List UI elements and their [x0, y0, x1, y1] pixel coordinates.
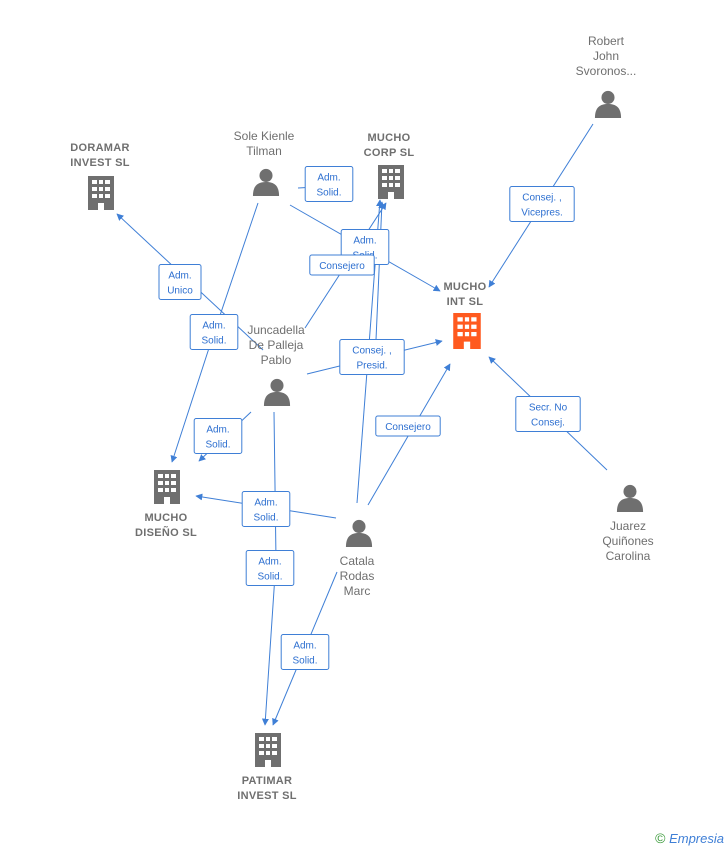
node-label: INVEST SL: [237, 790, 297, 802]
building-icon[interactable]: [453, 313, 481, 349]
node-label: Juncadella: [247, 323, 305, 337]
node-label: Juarez: [610, 519, 646, 533]
edge-label-text: Unico: [167, 286, 193, 297]
node-label: MUCHO: [144, 512, 187, 524]
edge-label-text: Solid.: [316, 188, 341, 199]
edge-label-text: Vicepres.: [521, 208, 563, 219]
node-label: Marc: [344, 584, 371, 598]
node-label: De Palleja: [249, 338, 304, 352]
building-icon[interactable]: [154, 470, 180, 504]
building-icon[interactable]: [255, 733, 281, 767]
node-label: John: [593, 49, 619, 63]
node-label: INT SL: [447, 296, 484, 308]
edge-label-e12[interactable]: Adm. Solid.: [245, 550, 295, 586]
edge-label-text: Solid.: [201, 336, 226, 347]
edge-label-box: [509, 186, 575, 222]
edge-label-text: Adm.: [206, 425, 229, 436]
node-label: Robert: [588, 34, 625, 48]
edge-label-text: Consej.: [531, 418, 565, 429]
edge-label-text: Adm.: [293, 641, 316, 652]
edge-label-e10[interactable]: Consejero: [375, 415, 441, 437]
building-icon[interactable]: [378, 165, 404, 199]
edge-label-text: Consej. ,: [522, 193, 561, 204]
edge-label-text: Solid.: [292, 656, 317, 667]
edge-label-box: [515, 396, 581, 432]
edge-label-box: [375, 415, 441, 437]
node-robert[interactable]: RobertJohnSvoronos...: [576, 34, 637, 118]
node-label: DISEÑO SL: [135, 526, 197, 539]
edge-label-e7[interactable]: Consej. , Presid.: [339, 339, 405, 375]
person-icon[interactable]: [345, 519, 373, 547]
edge-label-text: Adm.: [202, 321, 225, 332]
node-label: MUCHO: [367, 132, 410, 144]
edge-label-box: [193, 418, 243, 454]
edge-label-e1[interactable]: Consej. , Vicepres.: [509, 186, 575, 222]
edge-label-box: [189, 314, 239, 350]
person-icon[interactable]: [263, 378, 291, 406]
edge-label-e3[interactable]: Adm. Unico: [158, 264, 202, 300]
edge-label-box: [241, 491, 291, 527]
edge-label-text: Solid.: [205, 440, 230, 451]
edge-label-text: Consej. ,: [352, 346, 391, 357]
brand-logo[interactable]: Empresia: [669, 831, 724, 846]
edge-label-e5[interactable]: Consejero: [309, 254, 375, 276]
edge-label-e9[interactable]: Adm. Solid.: [193, 418, 243, 454]
edge-label-text: Adm.: [353, 236, 376, 247]
edge-label-e11[interactable]: Adm. Solid.: [241, 491, 291, 527]
edge-label-text: Adm.: [317, 173, 340, 184]
edge-label-text: Solid.: [257, 572, 282, 583]
footer: © Empresia: [655, 830, 724, 846]
edge-label-text: Solid.: [253, 513, 278, 524]
node-label: PATIMAR: [242, 775, 293, 787]
node-label: Catala: [340, 554, 375, 568]
person-icon[interactable]: [616, 484, 644, 512]
copyright-icon: ©: [655, 830, 666, 846]
edge-label-e13[interactable]: Adm. Solid.: [280, 634, 330, 670]
edge-label-text: Adm.: [258, 557, 281, 568]
person-icon[interactable]: [252, 168, 280, 196]
node-label: Tilman: [246, 144, 282, 158]
person-icon[interactable]: [594, 90, 622, 118]
node-mucho_diseno[interactable]: MUCHO DISEÑO SL: [135, 470, 197, 539]
edge-label-e2[interactable]: Adm. Solid.: [304, 166, 354, 202]
edge-label-text: Adm.: [254, 498, 277, 509]
node-label: MUCHO: [443, 281, 486, 293]
node-label: Svoronos...: [576, 64, 637, 78]
edge-label-text: Consejero: [385, 422, 431, 433]
node-label: Sole Kienle: [234, 129, 295, 143]
node-label: Pablo: [261, 353, 292, 367]
node-label: INVEST SL: [70, 157, 130, 169]
node-label: Rodas: [340, 569, 375, 583]
edge-label-box: [245, 550, 295, 586]
edge-label-text: Presid.: [356, 361, 387, 372]
node-doramar[interactable]: DORAMAR INVEST SL: [70, 142, 130, 210]
node-label: Carolina: [606, 549, 651, 563]
edge-line-e7: [375, 201, 386, 341]
edge-label-e8[interactable]: Secr. No Consej.: [515, 396, 581, 432]
edge-label-box: [280, 634, 330, 670]
edge-label-box: [304, 166, 354, 202]
node-patimar[interactable]: PATIMAR INVEST SL: [237, 733, 297, 802]
edge-label-text: Consejero: [319, 261, 365, 272]
node-label: Quiñones: [602, 534, 653, 548]
edge-label-text: Secr. No: [529, 403, 568, 414]
node-mucho_int[interactable]: MUCHO INT SL: [443, 281, 486, 349]
node-mucho_corp[interactable]: MUCHO CORP SL: [364, 132, 415, 199]
node-label: DORAMAR: [70, 142, 130, 154]
edge-label-text: Adm.: [168, 271, 191, 282]
edge-label-e6[interactable]: Adm. Solid.: [189, 314, 239, 350]
building-icon[interactable]: [88, 176, 114, 210]
edge-label-box: [309, 254, 375, 276]
node-label: CORP SL: [364, 147, 415, 159]
edge-label-box: [158, 264, 202, 300]
edges-layer: Consej. ,Vicepres.Adm.Solid.Adm.UnicoAdm…: [116, 123, 608, 726]
edge-label-box: [339, 339, 405, 375]
